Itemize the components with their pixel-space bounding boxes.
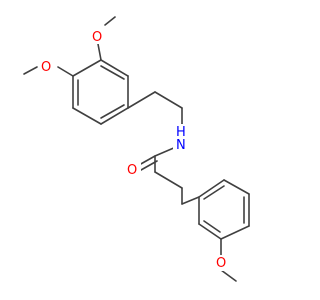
amide-nitrogen-label: N bbox=[176, 138, 186, 153]
para-methoxy-oxygen-label: O bbox=[216, 256, 226, 271]
bond bbox=[100, 65, 125, 80]
bond bbox=[181, 196, 200, 205]
bond bbox=[72, 59, 102, 77]
bond bbox=[203, 220, 221, 233]
bond bbox=[203, 185, 225, 200]
bond bbox=[198, 223, 222, 240]
bond bbox=[154, 146, 177, 157]
bond bbox=[198, 179, 225, 198]
bond bbox=[138, 155, 156, 166]
amide-hydrogen-label: H bbox=[176, 125, 186, 140]
bond bbox=[57, 66, 74, 77]
bond bbox=[100, 104, 125, 119]
bond bbox=[127, 91, 156, 109]
bond bbox=[97, 43, 102, 61]
carbonyl-oxygen-label: O bbox=[127, 163, 137, 178]
bond bbox=[220, 225, 250, 240]
bond-lines bbox=[23, 16, 250, 282]
upper-methoxy-oxygen-label: O bbox=[92, 30, 102, 45]
bond bbox=[23, 66, 38, 75]
bond bbox=[223, 179, 250, 195]
bond bbox=[100, 107, 129, 125]
bond bbox=[154, 91, 183, 109]
atom-labels: O O N H O O bbox=[39, 28, 229, 271]
bond bbox=[72, 107, 102, 125]
lower-methoxy-oxygen-label: O bbox=[41, 60, 51, 75]
molecule-structure: O O N H O O bbox=[23, 16, 250, 282]
bond bbox=[104, 16, 116, 26]
bond bbox=[220, 269, 237, 282]
bond bbox=[154, 171, 183, 189]
bond bbox=[100, 59, 129, 77]
